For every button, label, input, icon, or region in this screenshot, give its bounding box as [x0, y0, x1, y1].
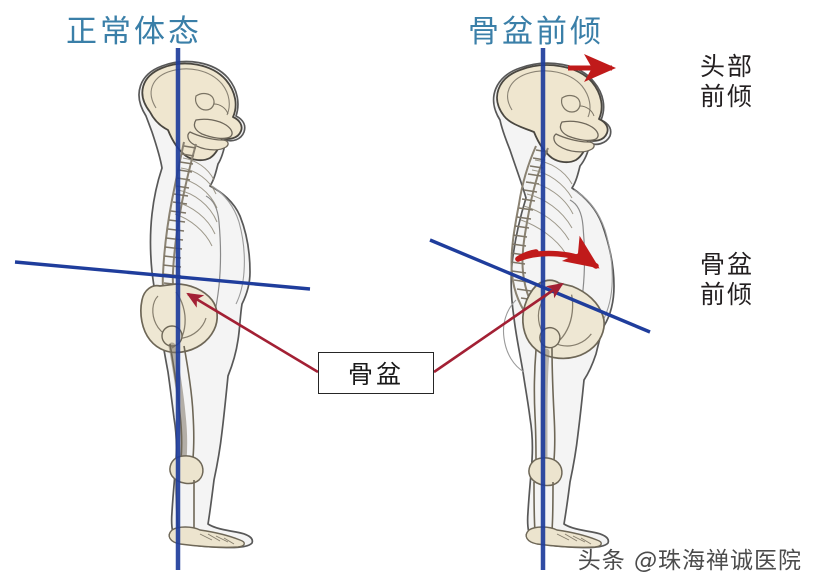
pelvis-callout-label: 骨盆 [347, 360, 404, 389]
pelvis-callout-box: 骨盆 [318, 352, 434, 394]
annotation-pelvic-tilt: 骨盆 前倾 [700, 250, 754, 310]
annotation-pelvic-tilt-line2: 前倾 [700, 280, 755, 309]
annotation-forward-head-line2: 前倾 [700, 82, 755, 111]
pelvic-reference-line-apt [429, 238, 651, 334]
title-anterior-pelvic-tilt: 骨盆前倾 [468, 14, 604, 50]
pelvic-reference-line-normal [14, 260, 311, 291]
annotation-pelvic-tilt-line1: 骨盆 [700, 250, 755, 279]
annotation-forward-head-line1: 头部 [700, 52, 755, 81]
watermark-account: 珠海禅诚医院 [658, 548, 802, 574]
annotation-forward-head: 头部 前倾 [700, 52, 754, 112]
watermark-platform: 头条 [577, 548, 626, 574]
leader-arrow-left-pelvis [186, 292, 319, 374]
watermark-at-symbol: @ [634, 548, 658, 574]
watermark: 头条 @珠海禅诚医院 [578, 541, 802, 575]
leader-arrow-right-pelvis [433, 282, 564, 374]
title-normal-posture: 正常体态 [66, 14, 202, 50]
pelvic-rotation-arrow-tail [515, 249, 539, 262]
